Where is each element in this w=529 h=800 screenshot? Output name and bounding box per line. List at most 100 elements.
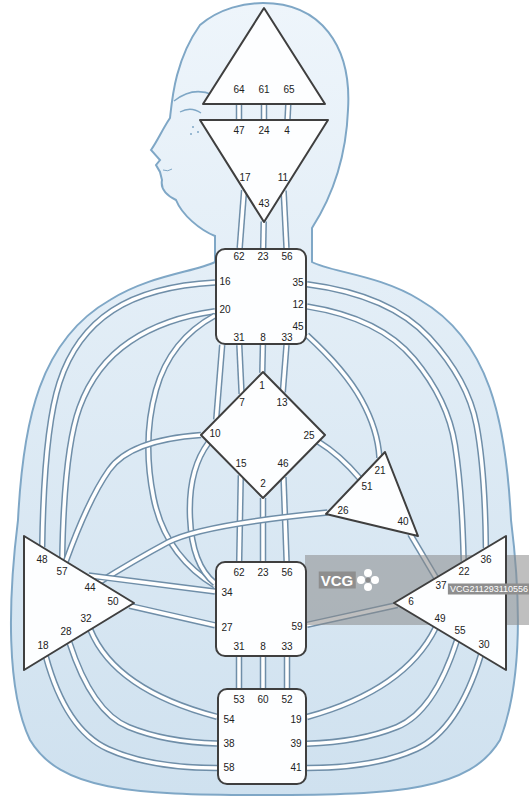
gate-number: 30 [478,640,489,650]
channel-fill [237,104,241,120]
channel-fill [285,657,289,688]
center-shape [326,452,418,536]
gate-number: 27 [221,623,232,633]
gate-number: 64 [233,85,244,95]
gate-number: 58 [223,763,234,773]
gate-number: 41 [290,763,301,773]
channel-fill [69,642,217,743]
center-square: 622356163512204531833 [215,248,307,345]
channel [318,442,359,479]
gate-number: 34 [221,588,232,598]
channel-fill [262,104,266,120]
channel-fill [307,641,457,744]
channel [287,657,288,688]
channel-outline [236,657,243,688]
gate-number: 54 [223,715,234,725]
channel [239,475,241,561]
channel [284,191,287,248]
watermark-logo [357,569,379,591]
channel [239,104,240,120]
center-square: 536052541938395841 [217,688,307,785]
channel-outline [259,345,266,373]
center-shape [216,562,306,656]
channel-fill [216,345,222,420]
gate-number: 38 [223,739,234,749]
gate-number: 15 [235,459,246,469]
gate-number: 13 [276,398,287,408]
gate-number: 23 [257,568,268,578]
center-shape [203,8,325,104]
gate-number: 40 [397,517,408,527]
gate-number: 55 [454,626,465,636]
channel [46,657,217,768]
center-triangle: 47244171143 [200,120,328,222]
gate-number: 28 [60,627,71,637]
channel [239,657,240,688]
channel-outline [283,345,287,392]
channel [263,498,264,561]
channel-fill [261,222,265,249]
center-shape [24,536,134,670]
channel-outline [90,630,217,717]
gate-number: 32 [80,614,91,624]
channel-outline [260,657,267,688]
gate-number: 26 [337,506,348,516]
channel [216,345,222,420]
channel [239,345,241,394]
channel-outline [260,222,267,249]
gate-number: 19 [290,715,301,725]
center-shape [200,120,328,222]
channel-fill [237,657,241,688]
channel-outline [239,345,241,394]
channel-fill [307,655,481,768]
channel-fill [261,657,265,688]
gate-number: 61 [258,85,269,95]
gate-number: 53 [233,695,244,705]
center-triangle: 48574450322818 [24,536,134,670]
channel [263,222,265,249]
channel [90,630,217,717]
gate-number: 8 [260,642,266,652]
channel-outline [239,475,241,561]
center-triangle: 64 61 65 [203,8,325,104]
gate-number: 12 [292,300,303,310]
channel-outline [260,498,267,561]
center-shape [218,689,306,784]
gate-number: 60 [257,695,268,705]
eye [180,109,201,113]
channel [307,655,481,768]
gate-number: 25 [303,431,314,441]
channel-outline [69,642,217,743]
channel [307,628,436,717]
gate-number: 17 [239,173,250,183]
channel [69,642,217,743]
channel-outline [46,657,217,768]
gate-number: 59 [291,622,302,632]
gate-number: 62 [233,252,244,262]
gate-number: 65 [283,85,294,95]
gate-number: 36 [480,555,491,565]
gate-number: 6 [408,597,414,607]
center-shape [216,249,306,344]
gate-number: 10 [209,429,220,439]
channel-outline [318,442,359,479]
gate-number: 20 [219,305,230,315]
channel-fill [307,628,436,717]
channel [263,657,264,688]
gate-number: 1 [259,381,265,391]
channel-outline [284,657,291,688]
gate-number: 11 [278,173,288,183]
channel [190,443,215,584]
channel-outline [307,641,457,744]
channel-fill [239,475,241,561]
channel-outline [307,306,464,561]
gate-number: 56 [281,252,292,262]
channel [130,606,216,626]
center-square: 62235634275931833 [215,561,307,657]
channel-fill [261,498,265,561]
gate-number: 56 [281,568,292,578]
gate-number: 47 [233,126,244,136]
gate-number: 39 [290,739,301,749]
gate-number: 62 [233,568,244,578]
channel-outline [307,655,481,768]
